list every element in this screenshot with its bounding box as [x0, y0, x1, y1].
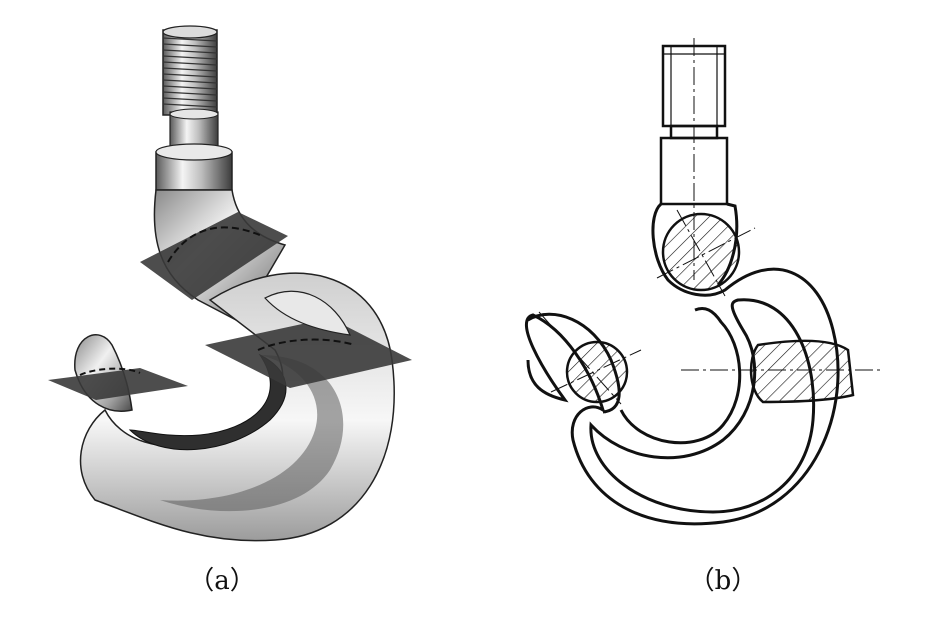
caption-a: （a）	[188, 566, 256, 596]
hook-engineering-drawing	[525, 38, 881, 526]
hook-3d-illustration	[48, 25, 412, 542]
hook-throat	[619, 307, 742, 445]
section-upper	[656, 209, 756, 297]
section-plane-upper	[140, 212, 288, 300]
section-plane-right	[205, 290, 412, 388]
neck-shank	[155, 108, 233, 191]
caption-b: （b）	[688, 566, 758, 596]
section-tip	[538, 311, 642, 405]
hook-inner-curve	[589, 298, 816, 514]
hook-engineering-drawing-panel	[473, 0, 946, 621]
thread-shank	[162, 25, 218, 116]
section-right	[681, 339, 881, 404]
hook-outer-outline	[525, 202, 840, 526]
section-plane-tip	[48, 367, 188, 400]
hook-3d-illustration-panel	[48, 25, 412, 542]
